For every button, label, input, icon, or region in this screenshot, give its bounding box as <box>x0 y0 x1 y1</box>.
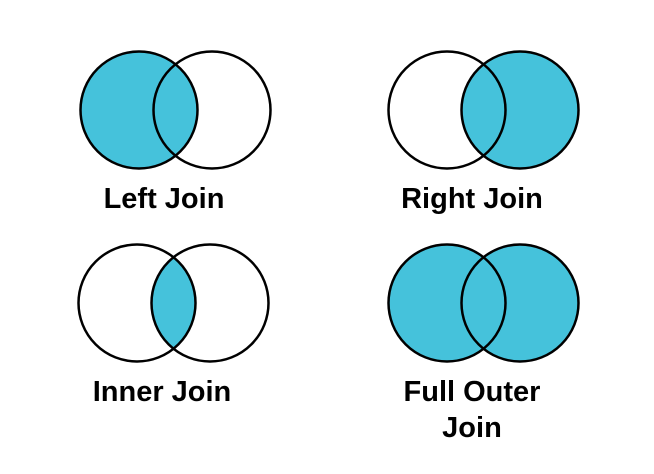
right-join-figure: Right Join <box>362 45 608 217</box>
full-outer-join-label: Full Outer Join <box>403 376 541 444</box>
right-circle-fill <box>461 51 579 169</box>
inner-join-figure: Inner Join <box>52 238 298 410</box>
venn-left-join <box>79 50 272 170</box>
venn-right-join <box>387 50 580 170</box>
right-join-label: Right Join <box>401 183 543 215</box>
left-circle-fill <box>80 51 198 169</box>
inner-join-label: Inner Join <box>92 376 232 408</box>
right-circle-outline <box>150 243 270 363</box>
left-join-label: Left Join <box>103 183 225 215</box>
right-circle-outline <box>460 50 580 170</box>
full-outer-join-figure: Full Outer Join <box>362 238 608 446</box>
right-circle-fill <box>461 244 579 362</box>
left-circle-outline <box>387 50 507 170</box>
intersection-lens-fill <box>151 257 196 349</box>
venn-full-outer-join <box>387 243 580 363</box>
left-circle-outline <box>79 50 199 170</box>
left-circle-outline <box>387 243 507 363</box>
left-circle-outline <box>77 243 197 363</box>
left-join-figure: Left Join <box>54 45 300 217</box>
right-circle-outline <box>152 50 272 170</box>
right-circle-outline <box>460 243 580 363</box>
venn-inner-join <box>77 243 270 363</box>
